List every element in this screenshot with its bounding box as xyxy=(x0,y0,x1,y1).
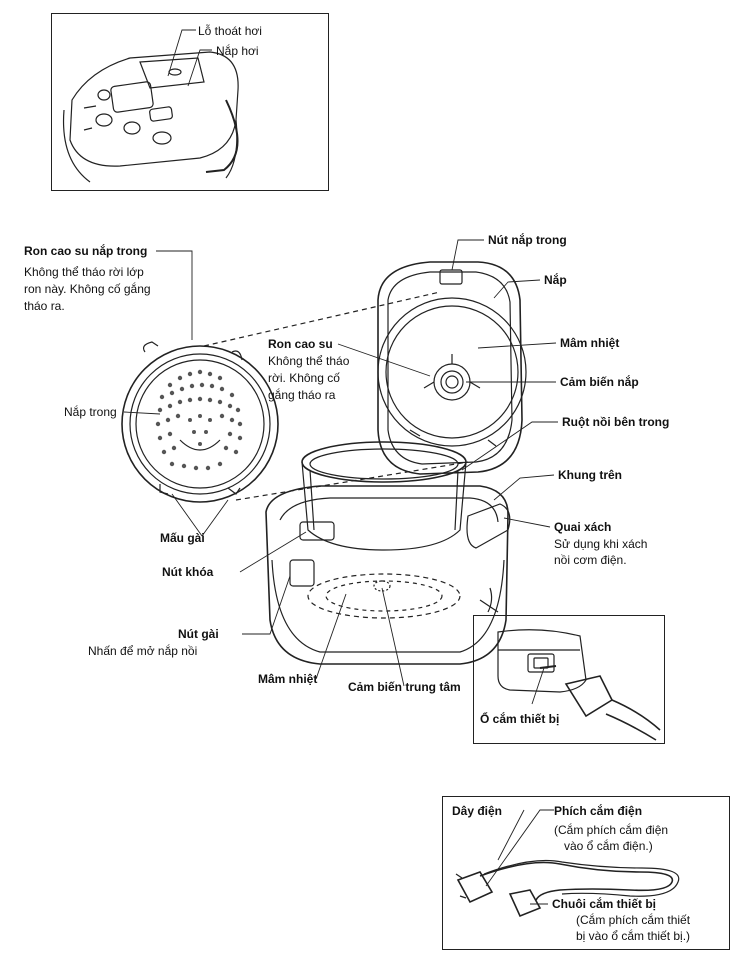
plug-note-1: (Cắm phích cắm điện xyxy=(554,823,669,837)
power-cord-illustration xyxy=(455,859,680,918)
cooker-body-illustration xyxy=(265,441,511,665)
open-lid-illustration xyxy=(377,261,527,475)
socket-inset-frame xyxy=(473,615,665,744)
appliance-plug-note-1: (Cắm phích cắm thiết xyxy=(576,913,691,927)
release-button-note: Nhấn để mở nắp nồi xyxy=(88,644,198,658)
steam-cap-label: Nắp hơi xyxy=(216,44,259,58)
upper-frame-label: Khung trên xyxy=(558,468,622,482)
release-button-label: Nút gài xyxy=(178,627,219,641)
lid-heating-plate-label: Mâm nhiệt xyxy=(560,336,620,350)
handle-note-1: Sử dụng khi xách xyxy=(554,537,648,551)
lid-label: Nắp xyxy=(544,273,567,287)
inner-pot-label: Ruột nồi bên trong xyxy=(562,415,670,429)
rubber-gasket-note-2: rời. Không cố xyxy=(268,371,340,385)
hooks-label: Mấu gài xyxy=(160,531,205,545)
inner-lid-gasket-note-1: Không thể tháo rời lớp xyxy=(24,265,144,279)
lid-sensor-label: Cảm biến nắp xyxy=(560,375,639,389)
center-sensor-label: Cảm biến trung tâm xyxy=(348,680,461,694)
steam-vent-label: Lỗ thoát hơi xyxy=(198,24,262,38)
inner-lid-button-label: Nút nắp trong xyxy=(488,233,567,247)
inner-lid-gasket-note-2: ron này. Không cố gắng xyxy=(24,282,151,296)
appliance-plug-label: Chuôi cắm thiết bị xyxy=(552,897,657,911)
plug-note-2: vào ổ cắm điện.) xyxy=(564,839,653,853)
handle-label: Quai xách xyxy=(554,520,612,534)
rubber-gasket-label: Ron cao su xyxy=(268,337,333,351)
inner-lid-gasket-title: Ron cao su nắp trong xyxy=(24,244,148,258)
leader-lines xyxy=(123,29,558,905)
appliance-plug-note-2: bị vào ổ cắm thiết bị.) xyxy=(576,929,691,943)
control-panel-inset-frame xyxy=(51,13,329,191)
plug-label: Phích cắm điện xyxy=(554,804,643,818)
inner-lid-gasket-note-3: tháo ra. xyxy=(24,299,65,313)
power-cord-frame xyxy=(442,796,730,950)
inner-lid-label: Nắp trong xyxy=(64,405,117,419)
rubber-gasket-note-3: gắng tháo ra xyxy=(268,388,336,402)
handle-note-2: nồi cơm điện. xyxy=(554,553,627,567)
cord-label: Dây điện xyxy=(452,804,503,818)
rubber-gasket-note-1: Không thể tháo xyxy=(268,354,350,368)
appliance-socket-label: Ổ cắm thiết bị xyxy=(480,712,560,726)
inner-lid-illustration xyxy=(121,341,279,503)
lock-button-label: Nút khóa xyxy=(162,565,214,579)
control-panel-illustration xyxy=(62,51,239,183)
heating-plate-label: Mâm nhiệt xyxy=(258,672,318,686)
socket-illustration xyxy=(479,599,661,741)
